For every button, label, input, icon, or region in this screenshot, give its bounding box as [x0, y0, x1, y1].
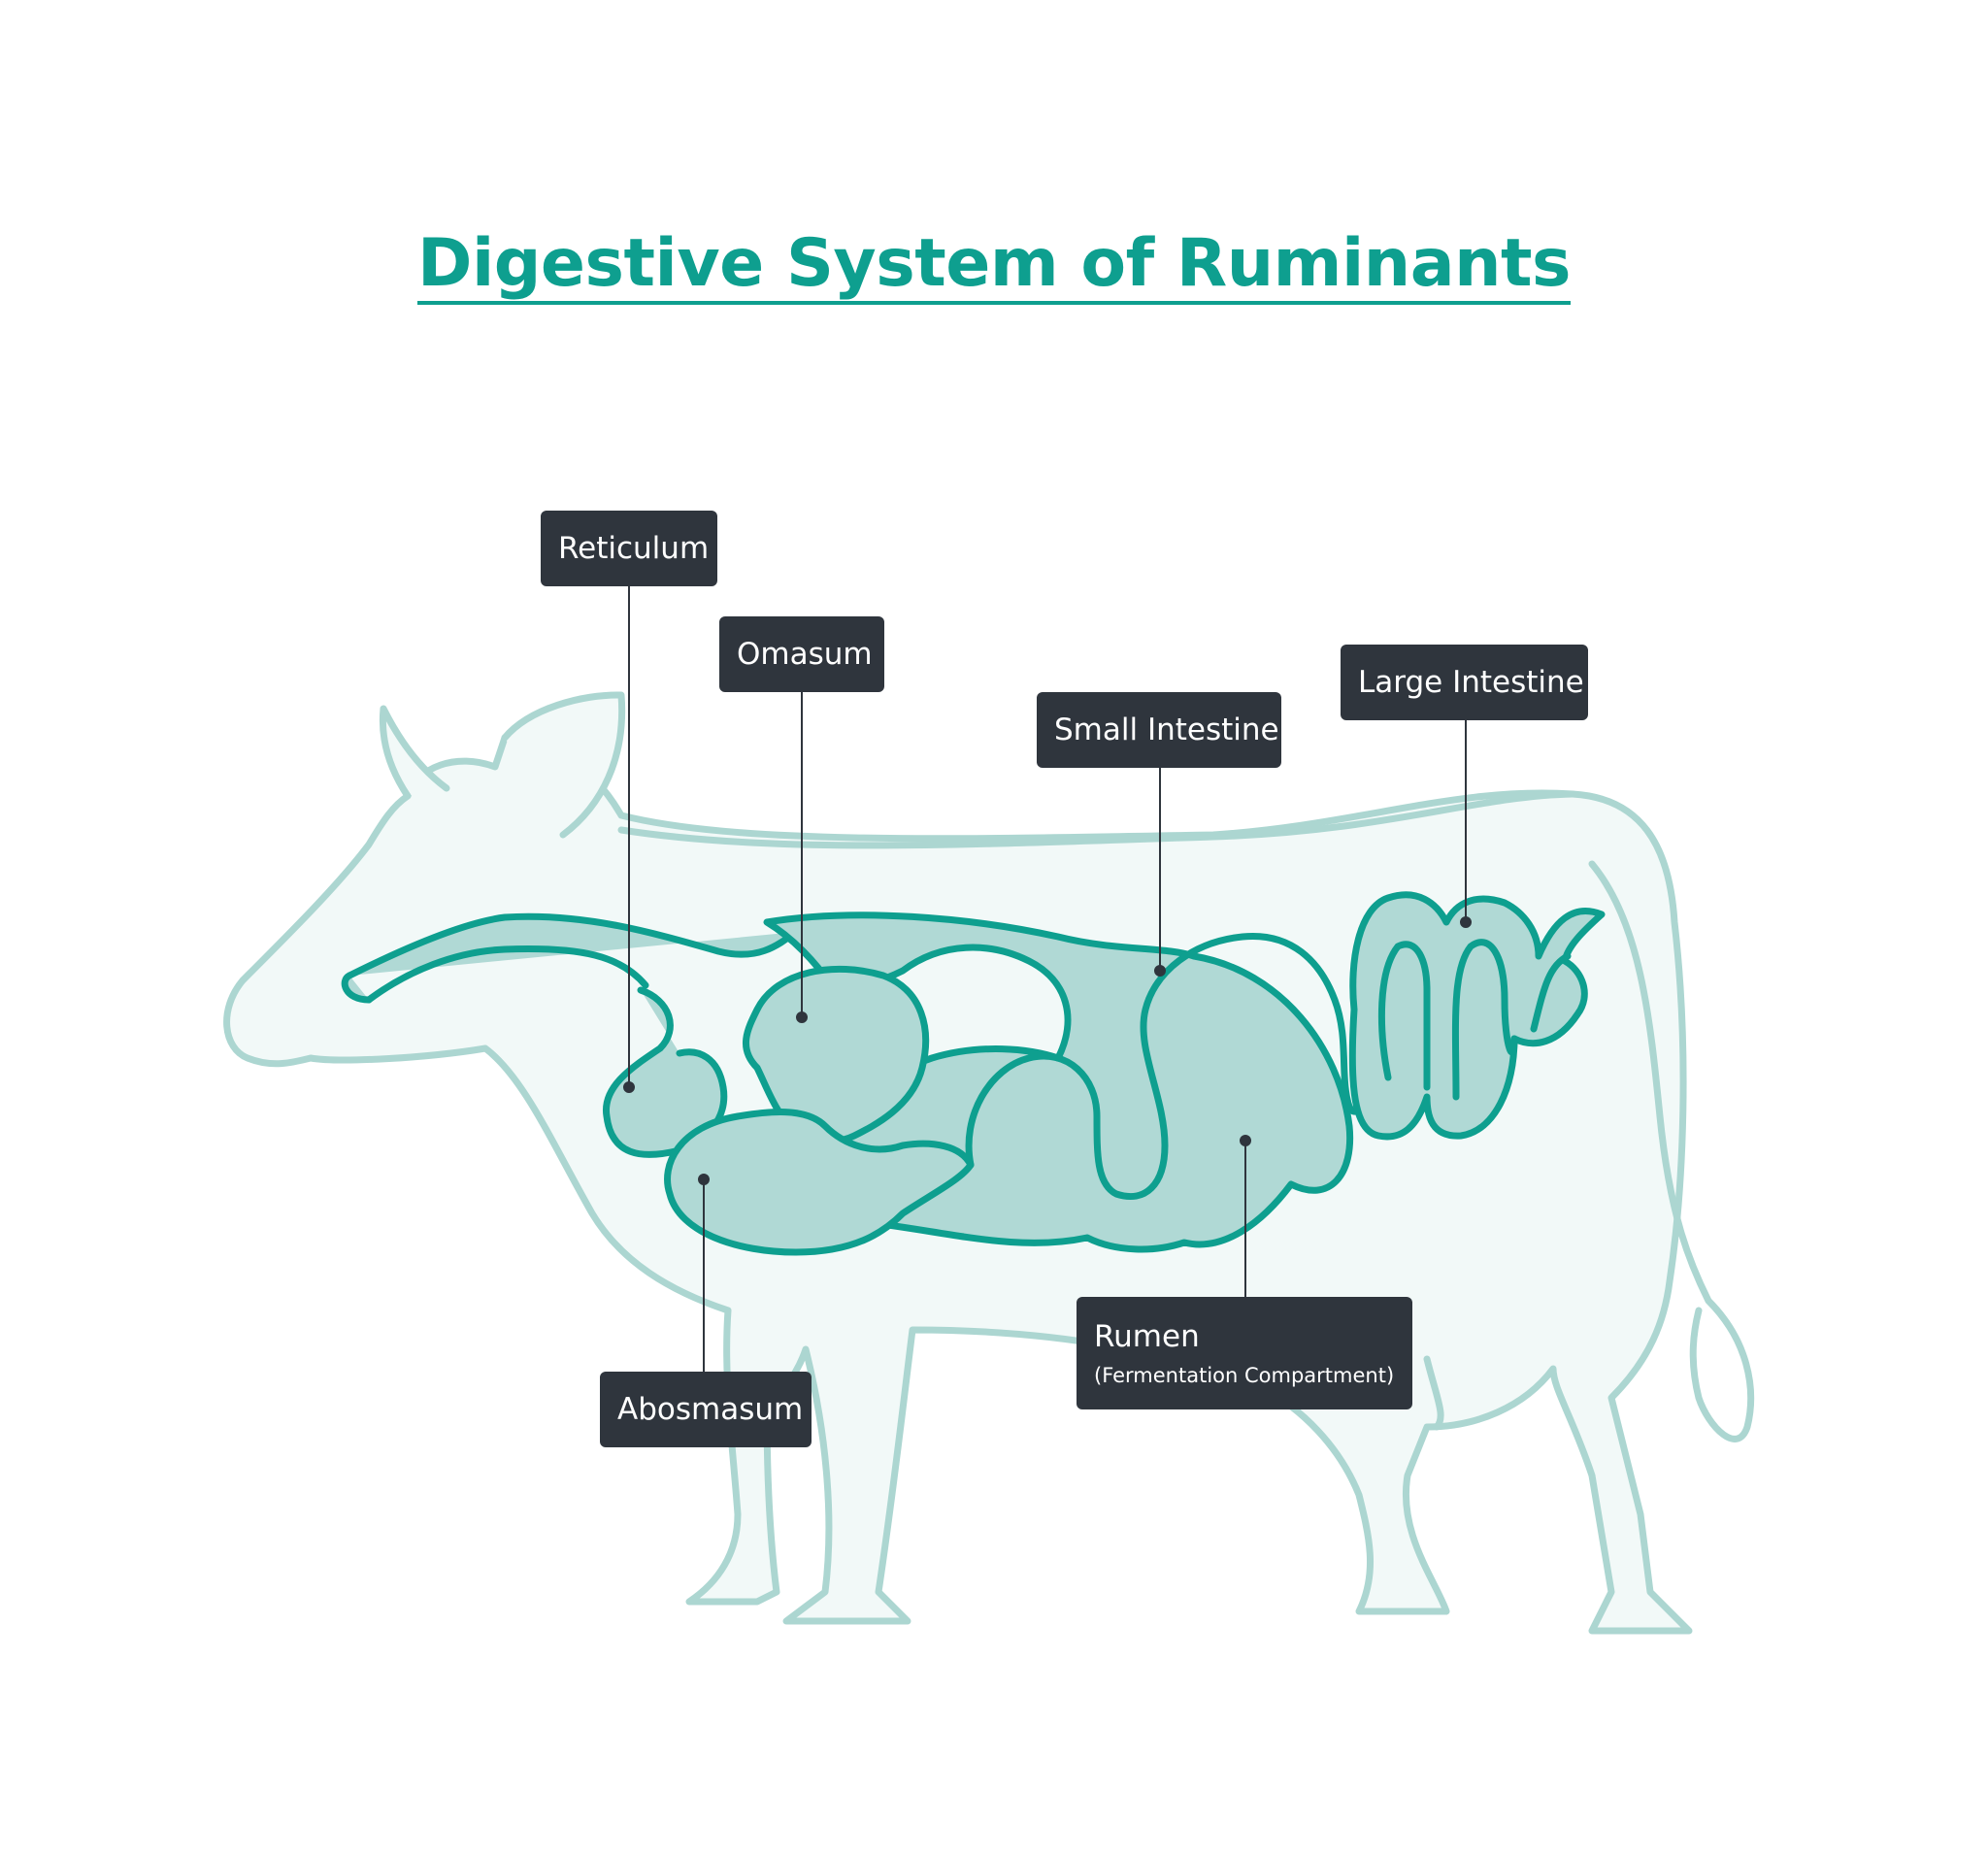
large-intestine-fold-2 [1451, 939, 1518, 1101]
cow-horn [379, 705, 450, 800]
label-abosmasum-text: Abosmasum [617, 1392, 804, 1427]
large-intestine-fold-3 [1530, 952, 1572, 1033]
esophagus-mouth [341, 972, 373, 1004]
label-reticulum: Reticulum [541, 511, 717, 586]
cow-udder [1423, 1355, 1444, 1431]
label-abosmasum: Abosmasum [600, 1372, 812, 1447]
label-reticulum-text: Reticulum [558, 531, 710, 566]
abosmasum-organ [664, 1109, 975, 1256]
digestive-organs [341, 891, 1606, 1256]
label-rumen: Rumen (Fermentation Compartment) [1077, 1297, 1412, 1409]
diagram-title: Digestive System of Ruminants [0, 225, 1988, 302]
label-rumen-text: Rumen [1094, 1319, 1200, 1354]
leader-lines [623, 582, 1472, 1374]
label-omasum: Omasum [719, 616, 884, 692]
large-intestine-fold-1 [1377, 941, 1431, 1091]
label-large-intestine: Large Intestine [1341, 645, 1588, 720]
label-large-intestine-text: Large Intestine [1358, 665, 1584, 700]
label-rumen-subtext: (Fermentation Compartment) [1094, 1364, 1395, 1387]
dot-abosmasum [698, 1174, 710, 1185]
title-text: Digestive System of Ruminants [417, 225, 1571, 302]
dot-small-intestine [1154, 965, 1166, 977]
dot-large-intestine [1460, 916, 1472, 928]
cow-back-line [617, 790, 1576, 849]
label-small-intestine: Small Intestine [1037, 692, 1281, 768]
omasum-organ [742, 965, 930, 1144]
label-omasum-text: Omasum [737, 637, 873, 672]
esophagus [346, 912, 800, 979]
label-small-intestine-text: Small Intestine [1054, 713, 1279, 747]
cow-ear [501, 691, 626, 839]
cow-tail [1588, 860, 1755, 1442]
esophagus-inner [365, 945, 649, 1004]
dot-omasum [796, 1011, 808, 1023]
dot-reticulum [623, 1081, 635, 1093]
large-intestine-organ [1348, 891, 1606, 1141]
small-intestine-organ [965, 932, 1366, 1200]
reticulum-organ [602, 986, 728, 1158]
dot-rumen [1240, 1135, 1251, 1146]
